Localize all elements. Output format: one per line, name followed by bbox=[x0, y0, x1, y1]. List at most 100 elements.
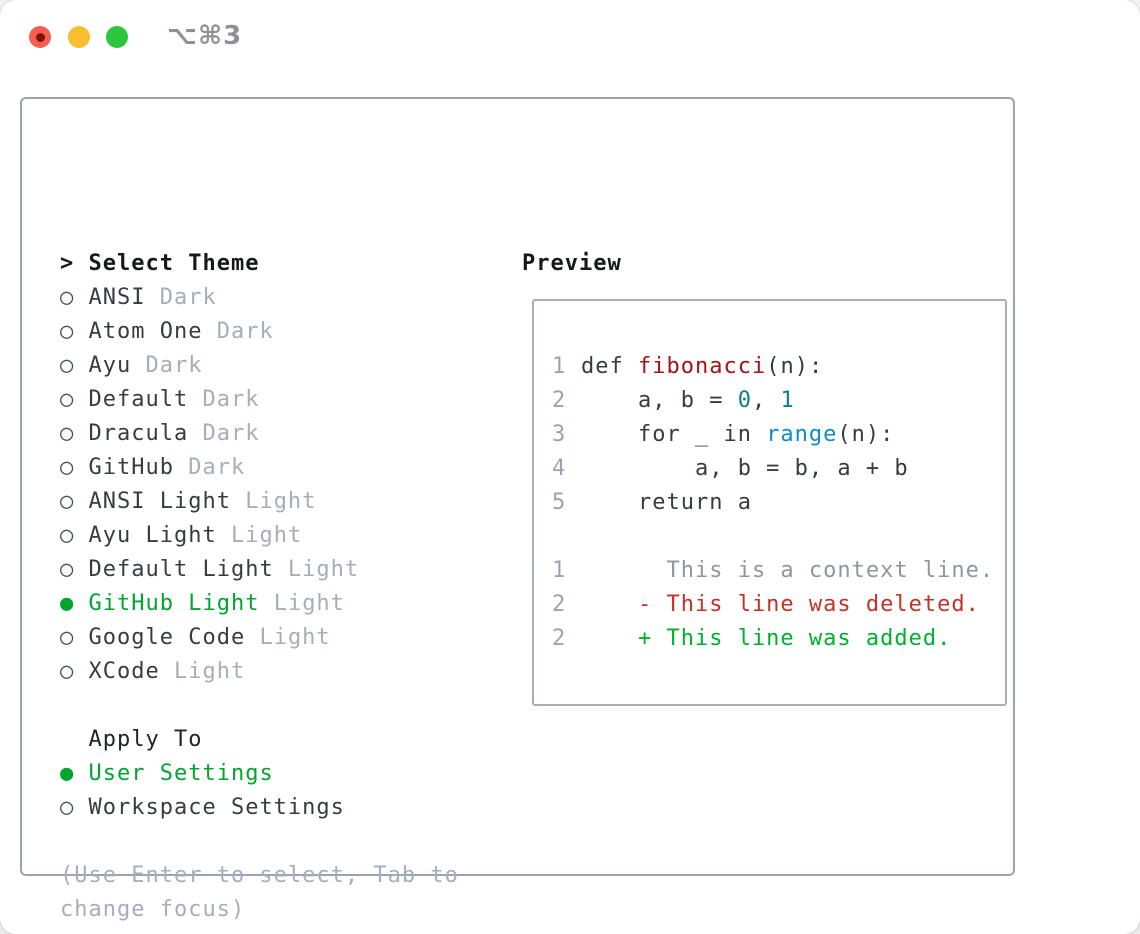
code-segment: + This line was added. bbox=[581, 626, 952, 651]
preview-line: 2 - This line was deleted. bbox=[552, 588, 1005, 622]
line-number: 2 bbox=[552, 592, 567, 617]
theme-option[interactable]: ○ Default Light Light bbox=[60, 553, 459, 587]
radio-unselected-icon: ○ bbox=[60, 523, 89, 548]
preview-line: 1 def fibonacci(n): bbox=[552, 350, 1005, 384]
theme-option[interactable]: ○ Google Code Light bbox=[60, 621, 459, 655]
preview-line: 3 for _ in range(n): bbox=[552, 418, 1005, 452]
close-dot-icon bbox=[35, 32, 45, 42]
code-segment: range bbox=[766, 422, 838, 447]
theme-variant-tag: Dark bbox=[188, 387, 260, 412]
theme-option[interactable]: ○ GitHub Dark bbox=[60, 451, 459, 485]
radio-unselected-icon: ○ bbox=[60, 319, 89, 344]
theme-variant-tag: Light bbox=[159, 659, 246, 684]
radio-unselected-icon: ○ bbox=[60, 557, 89, 582]
theme-variant-tag: Light bbox=[216, 523, 303, 548]
radio-selected-icon: ● bbox=[60, 761, 89, 786]
theme-option[interactable]: ○ Ayu Light Light bbox=[60, 519, 459, 553]
spacer bbox=[552, 520, 1005, 554]
code-segment: for _ in bbox=[581, 422, 767, 447]
prompt-icon: > bbox=[60, 251, 89, 276]
theme-name: Ayu Light bbox=[88, 523, 217, 548]
theme-name: Google Code bbox=[88, 625, 246, 650]
theme-option[interactable]: ○ Dracula Dark bbox=[60, 417, 459, 451]
theme-variant-tag: Dark bbox=[173, 455, 246, 480]
code-segment: 0 bbox=[737, 388, 752, 413]
theme-variant-tag: Light bbox=[245, 625, 331, 650]
theme-name: Atom One bbox=[88, 319, 203, 344]
theme-name: Default Light bbox=[88, 557, 274, 582]
apply-to-title: Apply To bbox=[60, 723, 459, 757]
code-segment: 1 bbox=[780, 388, 795, 413]
hint-text: change focus) bbox=[60, 893, 459, 927]
theme-variant-tag: Dark bbox=[145, 285, 217, 310]
theme-option[interactable]: ○ Ayu Dark bbox=[60, 349, 459, 383]
radio-unselected-icon: ○ bbox=[60, 455, 89, 480]
theme-option[interactable]: ○ Atom One Dark bbox=[60, 315, 459, 349]
code-segment: a, b = bbox=[581, 388, 738, 413]
radio-unselected-icon: ○ bbox=[60, 659, 89, 684]
radio-unselected-icon: ○ bbox=[60, 353, 89, 378]
theme-variant-tag: Light bbox=[273, 557, 360, 582]
theme-name: Ayu bbox=[88, 353, 132, 378]
theme-option[interactable]: ○ ANSI Light Light bbox=[60, 485, 459, 519]
apply-option[interactable]: ○ Workspace Settings bbox=[60, 791, 459, 825]
hint-line: (Use Enter to select, Tab to bbox=[60, 863, 459, 888]
code-segment: a, b = b, a + b bbox=[581, 456, 909, 481]
line-number: 2 bbox=[552, 388, 567, 413]
radio-unselected-icon: ○ bbox=[60, 387, 89, 412]
theme-option[interactable]: ● GitHub Light Light bbox=[60, 587, 459, 621]
line-number: 2 bbox=[552, 626, 567, 651]
close-button[interactable] bbox=[29, 26, 51, 48]
code-segment: (n): bbox=[837, 422, 895, 447]
radio-unselected-icon: ○ bbox=[60, 285, 89, 310]
line-number: 1 bbox=[552, 558, 567, 583]
theme-variant-tag: Light bbox=[259, 591, 345, 616]
code-segment: - This line was deleted. bbox=[581, 592, 980, 617]
preview-title: Preview bbox=[522, 251, 622, 276]
preview-line: 4 a, b = b, a + b bbox=[552, 452, 1005, 486]
minimize-button[interactable] bbox=[68, 26, 90, 48]
theme-name: ANSI Light bbox=[88, 489, 231, 514]
code-segment: , bbox=[751, 388, 781, 413]
theme-name: Default bbox=[88, 387, 189, 412]
theme-list-title: > Select Theme bbox=[60, 247, 459, 281]
theme-name: Dracula bbox=[88, 421, 189, 446]
radio-selected-icon: ● bbox=[60, 591, 89, 616]
code-segment: This is a context line. bbox=[581, 558, 995, 583]
hint-text: (Use Enter to select, Tab to bbox=[60, 859, 459, 893]
apply-to-label: Apply To bbox=[88, 727, 203, 752]
preview-line: 2 + This line was added. bbox=[552, 622, 1005, 656]
code-segment: (n): bbox=[766, 354, 824, 379]
preview-line: 2 a, b = 0, 1 bbox=[552, 384, 1005, 418]
line-number: 5 bbox=[552, 490, 567, 515]
theme-option[interactable]: ○ XCode Light bbox=[60, 655, 459, 689]
code-segment: fibonacci bbox=[637, 354, 767, 379]
theme-selector: > Select Theme○ ANSI Dark○ Atom One Dark… bbox=[60, 247, 459, 927]
line-number: 3 bbox=[552, 422, 567, 447]
radio-unselected-icon: ○ bbox=[60, 421, 89, 446]
line-number: 4 bbox=[552, 456, 567, 481]
apply-option-name: User Settings bbox=[88, 761, 274, 786]
zoom-button[interactable] bbox=[106, 26, 128, 48]
theme-name: XCode bbox=[88, 659, 160, 684]
theme-name: GitHub Light bbox=[88, 591, 260, 616]
theme-option[interactable]: ○ ANSI Dark bbox=[60, 281, 459, 315]
preview-line: 5 return a bbox=[552, 486, 1005, 520]
apply-option[interactable]: ● User Settings bbox=[60, 757, 459, 791]
line-number: 1 bbox=[552, 354, 567, 379]
theme-variant-tag: Dark bbox=[131, 353, 203, 378]
spacer bbox=[60, 825, 459, 859]
apply-option-name: Workspace Settings bbox=[88, 795, 345, 820]
list-title-label: Select Theme bbox=[88, 251, 260, 276]
code-segment: def bbox=[581, 354, 638, 379]
code-segment: return a bbox=[581, 490, 752, 515]
theme-variant-tag: Dark bbox=[202, 319, 274, 344]
radio-unselected-icon: ○ bbox=[60, 795, 89, 820]
indent bbox=[60, 727, 89, 752]
theme-name: GitHub bbox=[88, 455, 174, 480]
window-title-shortcut: ⌥⌘3 bbox=[167, 21, 243, 51]
theme-option[interactable]: ○ Default Dark bbox=[60, 383, 459, 417]
radio-unselected-icon: ○ bbox=[60, 489, 89, 514]
spacer bbox=[60, 689, 459, 723]
